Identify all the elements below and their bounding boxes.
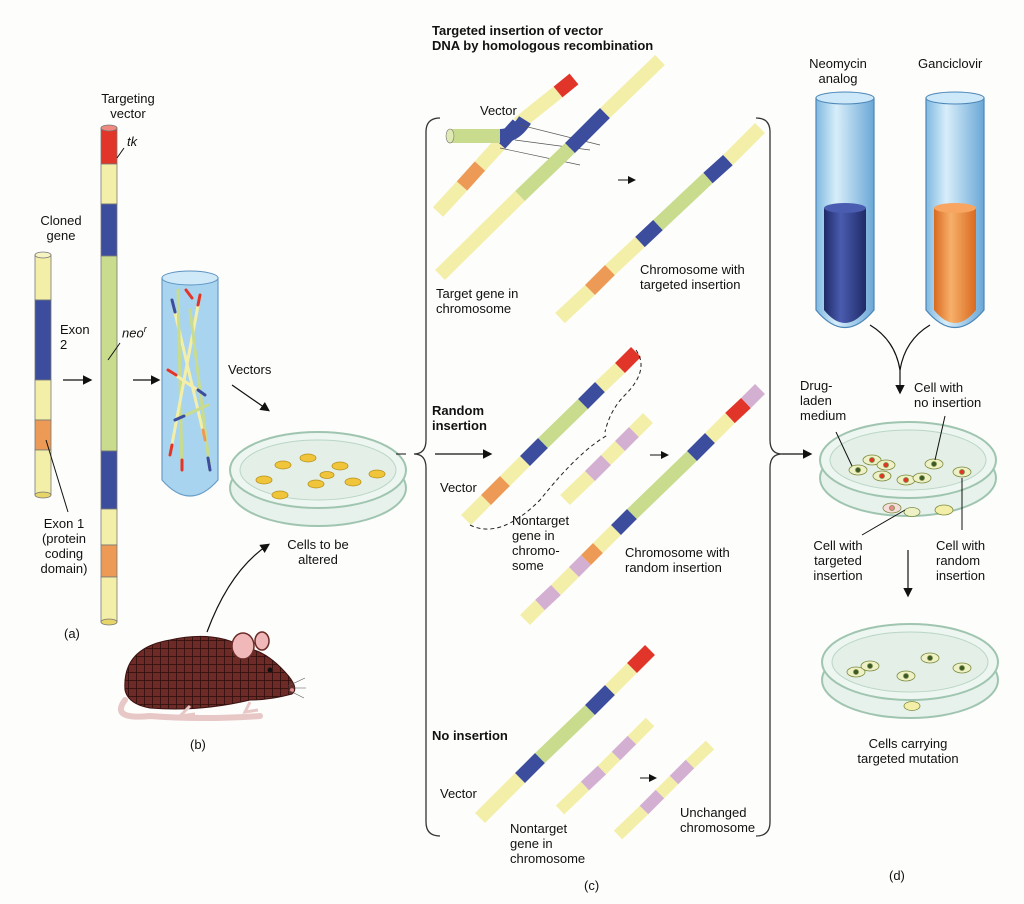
no-insertion-title: No insertion	[432, 728, 508, 743]
unchanged-chromosome	[613, 740, 715, 840]
targeting-vector-bar	[100, 124, 118, 626]
targeting-vector-label: Targeting vector	[101, 91, 155, 121]
nontarget-gene-label-none: Nontarget gene in chromosome	[510, 821, 586, 866]
petri-dish-icon	[819, 421, 997, 517]
arrow-icon	[206, 543, 271, 633]
cell-targeted-label: Cell with targeted insertion	[813, 538, 863, 583]
vectors-label: Vectors	[228, 362, 272, 377]
ganciclovir-label: Ganciclovir	[918, 56, 983, 71]
target-gene-chromosome	[435, 54, 665, 280]
drug-laden-label: Drug- laden medium	[800, 378, 847, 423]
cloned-gene-bar	[34, 251, 52, 499]
test-tube-icon	[815, 91, 875, 328]
vector-bent-part	[445, 116, 601, 166]
test-tube-icon	[925, 91, 985, 328]
cells-carrying-label: Cells carrying targeted mutation	[857, 736, 959, 766]
vector-label-none: Vector	[440, 786, 477, 801]
merge-arrow	[869, 324, 931, 371]
exon1-pointer	[45, 439, 69, 513]
tk-pointer	[116, 147, 125, 159]
neomycin-label: Neomycin analog	[809, 56, 867, 86]
left-bracket	[413, 117, 441, 837]
random-insertion-title: Random insertion	[432, 403, 487, 433]
petri-dish-icon	[821, 623, 999, 719]
nontarget-gene-random	[560, 413, 653, 506]
nontarget-gene-label-random: Nontarget gene in chromo- some	[512, 513, 570, 573]
unchanged-chromosome-label: Unchanged chromosome	[680, 805, 756, 835]
nontarget-gene-no-insertion	[555, 717, 655, 815]
random-insertion-chromosome	[520, 384, 765, 625]
neo-superscript: r	[143, 324, 147, 334]
targeted-insertion-title: Targeted insertion of vector DNA by homo…	[432, 23, 654, 53]
cells-to-be-altered-label: Cells to be altered	[287, 537, 349, 567]
exon1-label: Exon 1 (protein coding domain)	[40, 516, 88, 576]
test-tube-icon	[161, 270, 219, 497]
vector-label-random: Vector	[440, 480, 477, 495]
panel-a-letter: (a)	[64, 626, 80, 641]
panel-d-letter: (d)	[889, 868, 905, 883]
no-insertion-vector-rod	[475, 645, 655, 823]
right-bracket	[755, 117, 783, 837]
panel-b-letter: (b)	[190, 737, 206, 752]
tk-label: tk	[127, 134, 138, 149]
cell-random-label: Cell with random insertion	[936, 538, 986, 583]
panel-c-letter: (c)	[584, 878, 600, 893]
chromosome-random-label: Chromosome with random insertion	[625, 545, 730, 575]
random-vector-rod	[461, 347, 641, 525]
exon2-label: Exon 2	[60, 322, 90, 352]
petri-dish-icon	[229, 431, 407, 527]
target-gene-label: Target gene in chromosome	[436, 286, 519, 316]
targeted-insertion-chromosome	[555, 123, 765, 324]
random-dashed-path	[469, 349, 642, 530]
neo-pointer	[107, 342, 121, 361]
chromosome-targeted-label: Chromosome with targeted insertion	[640, 262, 745, 292]
targeted-vector-rod	[432, 73, 579, 217]
neo-label: neor	[122, 322, 147, 340]
cloned-gene-label: Cloned gene	[40, 213, 82, 243]
arrow-icon	[231, 384, 270, 412]
cell-no-insertion-label: Cell with no insertion	[914, 380, 982, 410]
dish-pointers	[835, 415, 963, 536]
mouse-icon	[117, 631, 306, 721]
neo-text: neo	[122, 325, 144, 341]
vector-label: Vector	[480, 103, 517, 118]
